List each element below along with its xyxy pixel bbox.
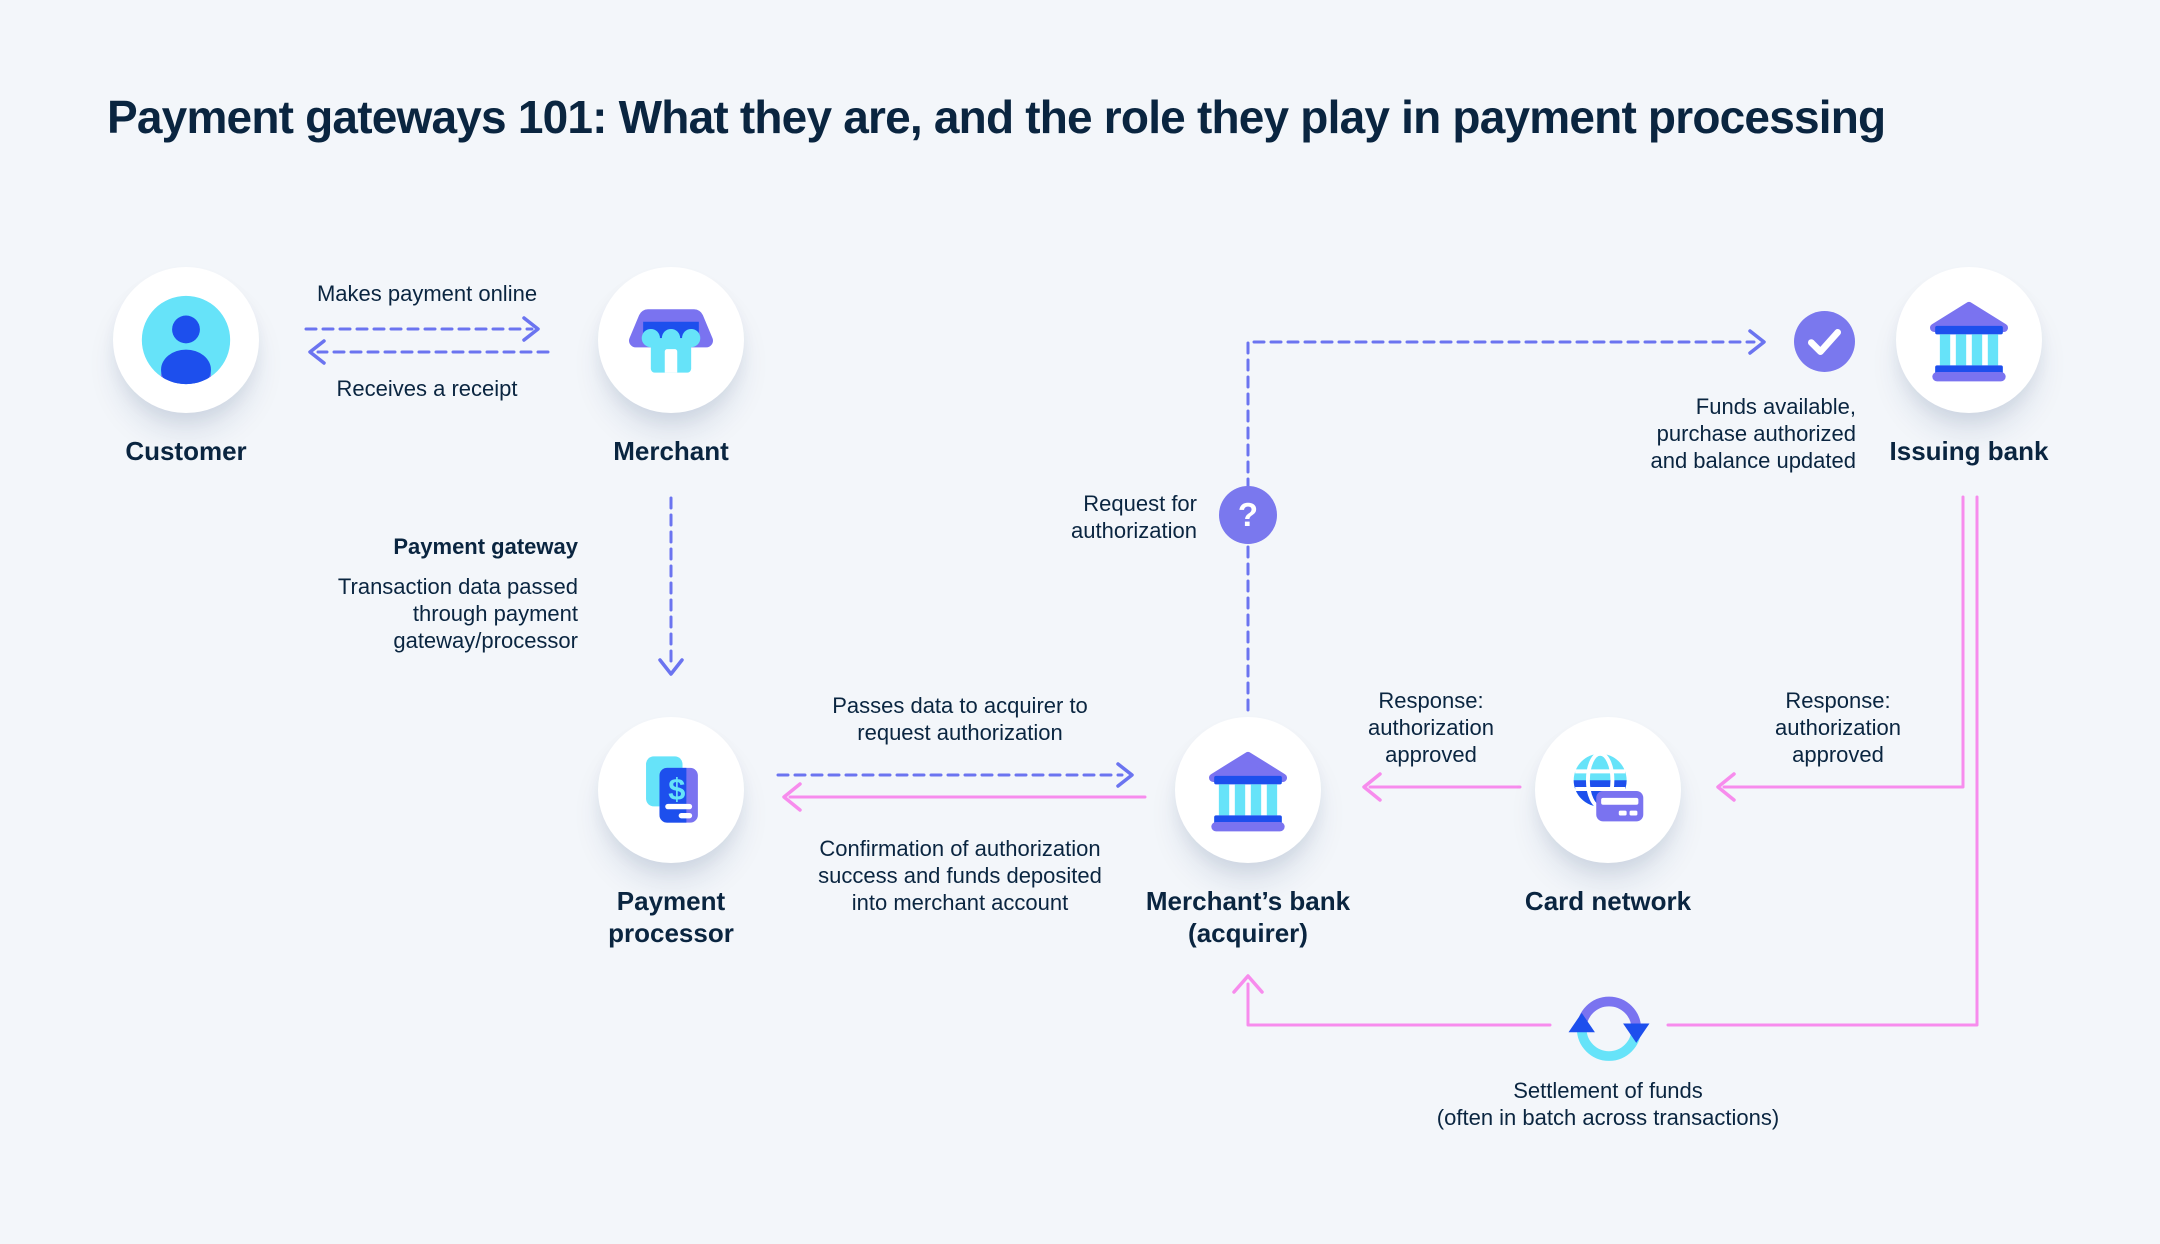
merchant-node: Merchant [551,267,791,468]
bank-icon [1208,751,1288,832]
globe-card-icon [1573,751,1644,822]
card-network-node: Card network [1488,717,1728,918]
customer-label: Customer [125,436,247,466]
payment-processor-label: Payment processor [608,886,734,948]
arrow-issuer-to-network [1722,495,1965,789]
passes-data-label: Passes data to acquirer to request autho… [832,693,1088,745]
card-network-circle [1535,717,1681,863]
card-network-label: Card network [1524,886,1692,916]
dollar-glyph: $ [668,772,685,807]
check-badge [1794,311,1855,372]
arrow-settlement-left [1246,982,1552,1027]
merchant-circle [598,267,744,413]
receipt-icon: $ [646,756,698,823]
merchant-label: Merchant [613,436,729,466]
issuing-bank-node: Issuing bank [1849,267,2089,468]
payment-gateway-heading: Payment gateway [393,534,578,559]
settlement-label: Settlement of funds (often in batch acro… [1436,1078,1780,1130]
customer-circle [113,267,259,413]
bank-icon [1929,301,2009,382]
arrow-network-to-acquirer-head [1362,772,1382,802]
confirmation-label: Confirmation of authorization success an… [818,836,1102,915]
question-icon: ? [1237,496,1259,533]
arrow-settlement-right [1666,495,1979,1027]
arrow-processor-to-acquirer-head [1116,762,1134,788]
arrow-acquirer-to-issuer-head [1748,329,1766,355]
sync-arrows-icon [1568,996,1650,1061]
arrow-makes-payment-head [522,316,540,342]
makes-payment-label: Makes payment online [316,281,538,306]
arrow-settlement-head [1232,974,1264,994]
response-network-label: Response: authorization approved [1775,688,1901,767]
merchants-bank-label: Merchant’s bank (acquirer) [1145,886,1351,948]
issuing-bank-label: Issuing bank [1889,436,2049,466]
arrow-merchant-to-processor-head [658,658,684,676]
merchants-bank-node: Merchant’s bank (acquirer) [1128,717,1368,949]
customer-node: Customer [66,267,306,468]
arrow-receives-receipt-head [308,339,326,365]
question-badge: ? [1219,486,1277,544]
settlement-sync [1565,983,1653,1076]
page-title: Payment gateways 101: What they are, and… [107,91,1886,143]
issuing-bank-circle [1896,267,2042,413]
payment-gateway-description: Transaction data passed through payment … [337,574,578,653]
person-icon [141,295,231,385]
payment-processor-node: $ Payment processor [551,717,791,949]
arrow-confirmation-head [782,782,802,812]
request-authorization-label: Request for authorization [1071,491,1197,543]
receives-receipt-label: Receives a receipt [336,376,518,401]
funds-available-label: Funds available, purchase authorized and… [1650,394,1856,473]
response-acquirer-label: Response: authorization approved [1368,688,1494,767]
payment-processor-circle: $ [598,717,744,863]
check-icon [1807,329,1842,355]
merchants-bank-circle [1175,717,1321,863]
storefront-icon [629,309,713,373]
arrow-issuer-to-network-head [1716,772,1736,802]
arrow-acquirer-to-issuer [1246,340,1756,712]
